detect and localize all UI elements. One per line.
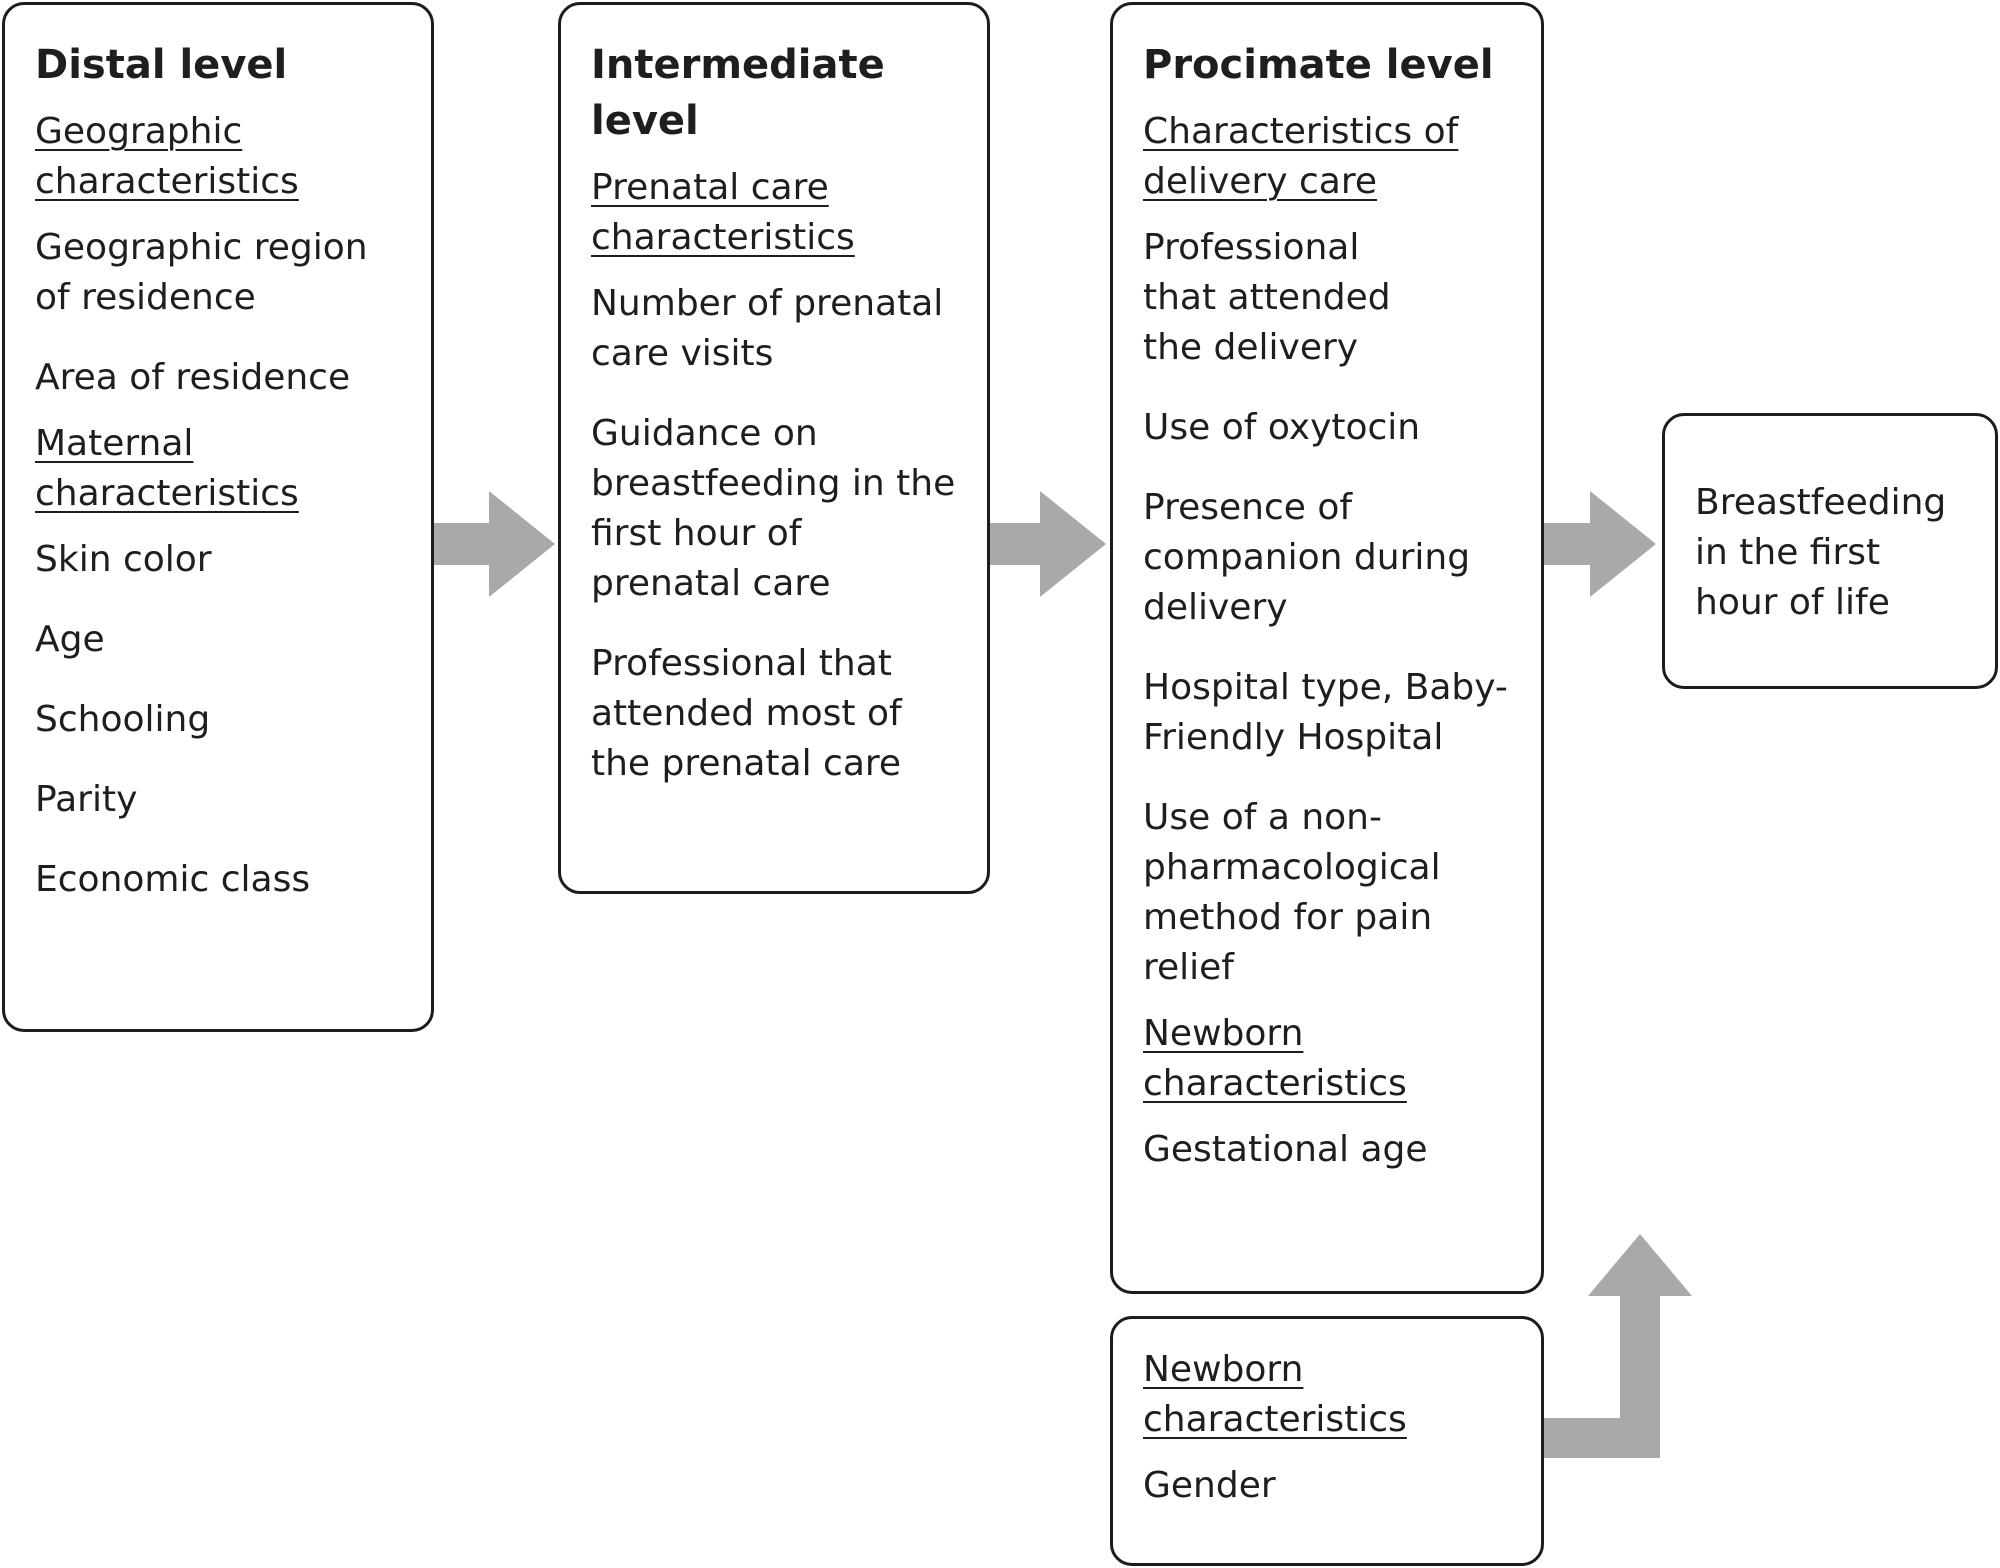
geographic-region-item: Geographic region of residence: [35, 227, 368, 318]
breastfeeding-guidance-item: Guidance on breastfeeding in the first h…: [591, 413, 956, 604]
oxytocin-item: Use of oxytocin: [1143, 407, 1421, 448]
newborn-gender-box: Newborn characteristics Gender: [1110, 1316, 1544, 1566]
economic-class-item: Economic class: [35, 859, 311, 900]
intermediate-level-title: Intermediate level: [591, 42, 885, 144]
skin-color-item: Skin color: [35, 539, 212, 580]
delivery-professional-item: Professional that attended the delivery: [1143, 227, 1391, 368]
maternal-characteristics-heading: Maternal characteristics: [35, 423, 299, 514]
prenatal-care-characteristics-heading: Prenatal care characteristics: [591, 167, 855, 258]
distal-level-box: Distal level Geographic characteristics …: [2, 2, 434, 1032]
proximate-level-title: Procimate level: [1143, 42, 1494, 88]
arrow-distal-to-intermediate: [434, 491, 555, 597]
parity-item: Parity: [35, 779, 138, 820]
gestational-age-item: Gestational age: [1143, 1129, 1428, 1170]
schooling-item: Schooling: [35, 699, 211, 740]
age-item: Age: [35, 619, 105, 660]
companion-item: Presence of companion during delivery: [1143, 487, 1471, 628]
geographic-characteristics-heading: Geographic characteristics: [35, 111, 299, 202]
prenatal-professional-item: Professional that attended most of the p…: [591, 643, 902, 784]
arrow-intermediate-to-proximate: [990, 491, 1106, 597]
newborn-characteristics-heading-2: Newborn characteristics: [1143, 1349, 1407, 1440]
pain-relief-item: Use of a non-pharmacological method for …: [1143, 797, 1441, 988]
outcome-label: Breastfeeding in the first hour of life: [1695, 482, 1947, 623]
proximate-level-box: Procimate level Characteristics of deliv…: [1110, 2, 1544, 1294]
newborn-characteristics-heading: Newborn characteristics: [1143, 1013, 1407, 1104]
arrow-proximate-to-outcome: [1544, 491, 1656, 597]
gender-item: Gender: [1143, 1465, 1276, 1506]
outcome-box: Breastfeeding in the first hour of life: [1662, 413, 1998, 689]
delivery-care-characteristics-heading: Characteristics of delivery care: [1143, 111, 1459, 202]
arrow-newborn-to-outcome: [1544, 1234, 1692, 1458]
prenatal-visits-item: Number of prenatal care visits: [591, 283, 944, 374]
intermediate-level-box: Intermediate level Prenatal care charact…: [558, 2, 990, 894]
area-of-residence-item: Area of residence: [35, 357, 351, 398]
hospital-type-item: Hospital type, Baby-Friendly Hospital: [1143, 667, 1508, 758]
distal-level-title: Distal level: [35, 42, 288, 88]
